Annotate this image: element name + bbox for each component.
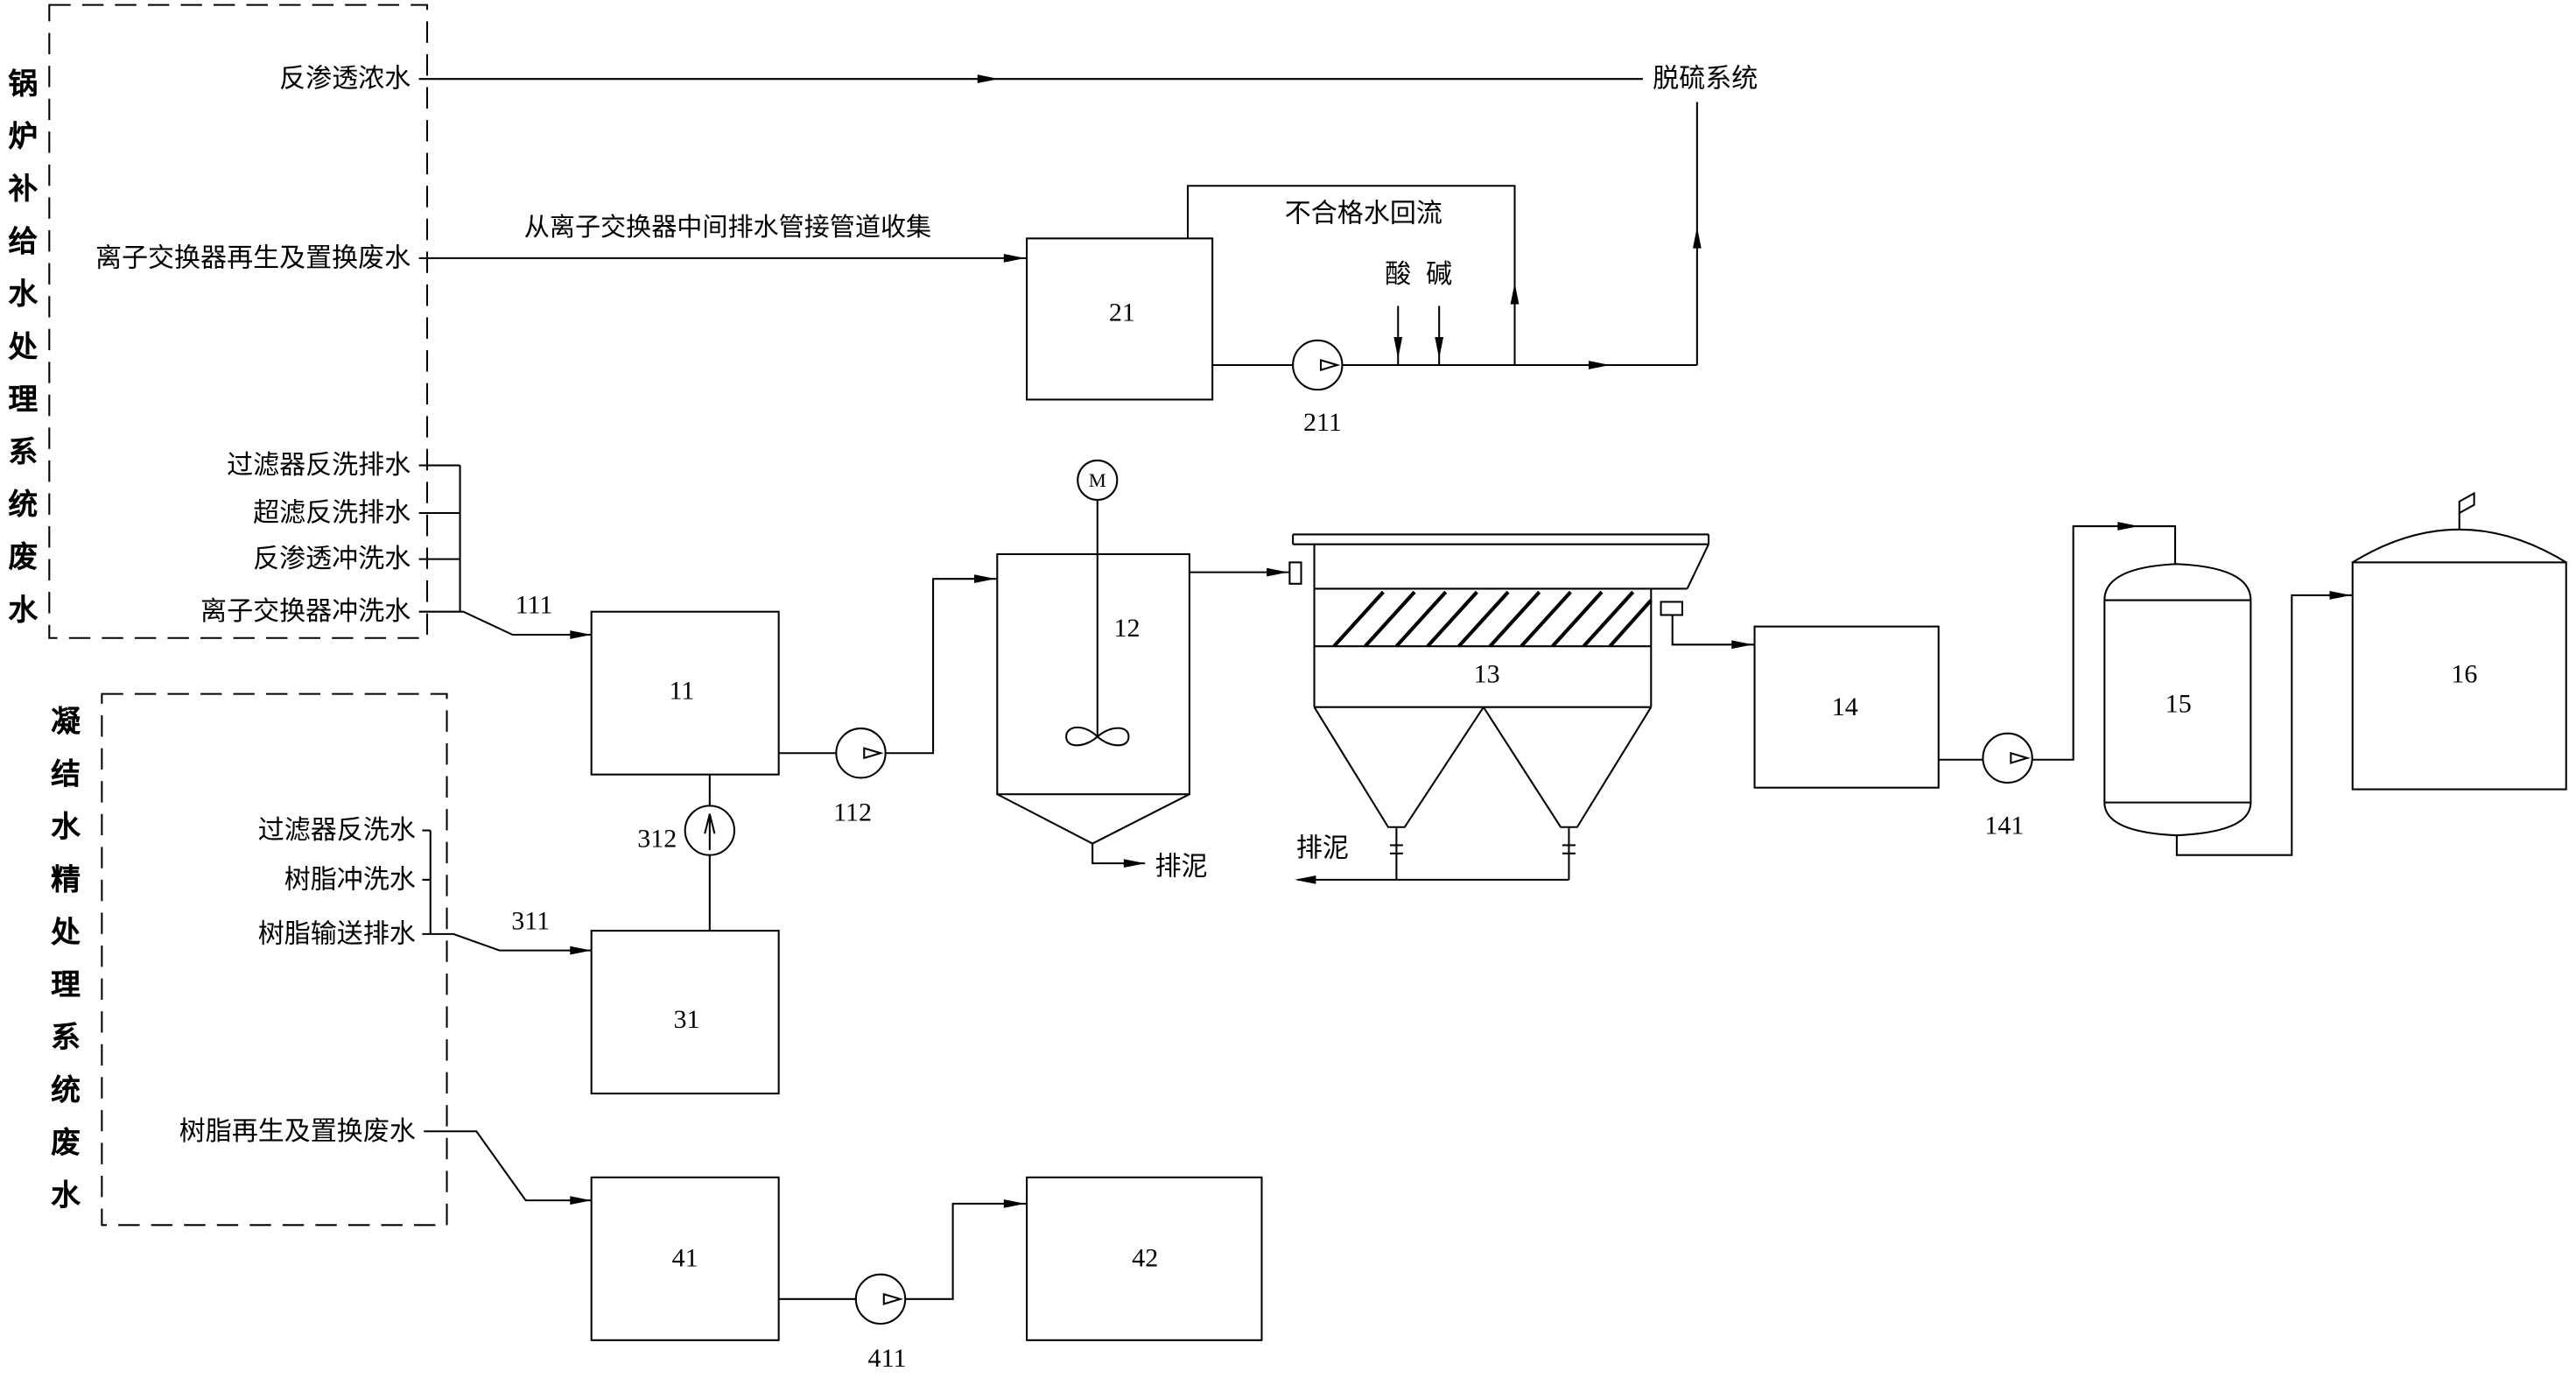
- source-ro-concentrate: 反渗透浓水: [279, 64, 411, 95]
- pump-211: [1292, 339, 1344, 391]
- ion-regen-line: 从离子交换器中间排水管接管道收集: [418, 212, 1028, 263]
- pipe-311-label: 311: [511, 906, 550, 935]
- condensate-system-title: 凝结水精处理系统废水: [46, 705, 81, 1232]
- sludge-valve-right: [1562, 844, 1576, 854]
- source-ro-flush: 反渗透冲洗水: [253, 544, 411, 574]
- source-uf-backwash: 超滤反洗排水: [253, 498, 411, 529]
- source-ion-regen-waste: 离子交换器再生及置换废水: [95, 243, 411, 273]
- sludge-12-label: 排泥: [1155, 851, 1207, 882]
- unit-11-group: 11 112: [590, 574, 998, 826]
- unit-16-group: 16: [2351, 491, 2567, 791]
- unit-15-label: 15: [2165, 689, 2192, 718]
- unit-12-group: 排泥 M 12: [996, 459, 1290, 882]
- collection-note: 从离子交换器中间排水管接管道收集: [524, 212, 931, 242]
- sludge-valve-left: [1389, 844, 1403, 854]
- source-resin-regen-waste: 树脂再生及置换废水: [179, 1116, 416, 1147]
- reject-return-label: 不合格水回流: [1285, 199, 1442, 229]
- agitator-motor: M: [1077, 459, 1119, 502]
- acid-dosing-arrow: [1393, 337, 1403, 359]
- unit-13-left-hopper: [1313, 707, 1485, 828]
- unit-42-box: [1026, 1176, 1263, 1341]
- pump-141-label: 141: [1984, 811, 2024, 840]
- inclined-plates: [1332, 590, 1653, 648]
- unit-16-dome: [2352, 528, 2567, 564]
- unit-31-box: [590, 930, 780, 1095]
- source-resin-transport: 树脂输送排水: [258, 918, 416, 949]
- unit-41-box: [590, 1176, 780, 1341]
- unit-13-group: 13 排泥: [1288, 533, 1755, 884]
- resin-regen-line: [424, 1130, 592, 1206]
- unit-21-group: 21 不合格水回流 211 酸 碱: [1026, 102, 1702, 437]
- unit-42-label: 42: [1132, 1243, 1158, 1272]
- unit-13-right-hopper: [1482, 707, 1653, 828]
- alkali-dosing-arrow: [1435, 337, 1444, 359]
- acid-label: 酸: [1385, 259, 1411, 290]
- unit-12-cone: [996, 793, 1190, 845]
- unit-11-label: 11: [669, 676, 694, 705]
- source-ion-flush: 离子交换器冲洗水: [200, 596, 411, 627]
- unit-14-label: 14: [1832, 693, 1858, 721]
- unit-12-label: 12: [1114, 614, 1141, 643]
- source-filter-backwash-water: 过滤器反洗水: [258, 815, 416, 846]
- unit-14-group: 14 141: [1753, 522, 2177, 840]
- source-resin-flush: 树脂冲洗水: [284, 864, 416, 895]
- condensate-system-group: 过滤器反洗水 树脂冲洗水 树脂输送排水 树脂再生及置换废水: [101, 693, 448, 1227]
- alkali-label: 碱: [1426, 259, 1452, 290]
- reject-return-line: [1186, 185, 1516, 365]
- pipe-111-label: 111: [516, 591, 553, 620]
- unit-41-label: 41: [672, 1243, 698, 1272]
- ro-concentrate-line: 脱硫系统: [418, 64, 1758, 95]
- condensate-flush-collector: 311: [422, 829, 592, 955]
- sludge-13-label: 排泥: [1296, 833, 1349, 864]
- unit-31-label: 31: [674, 1005, 700, 1034]
- pump-112: [835, 728, 887, 779]
- boiler-system-title: 锅炉补给水处理系统废水: [3, 67, 39, 647]
- pump-312-label: 312: [637, 824, 677, 853]
- boiler-flush-collector: 111: [418, 464, 592, 639]
- pump-411-label: 411: [868, 1344, 907, 1373]
- boiler-system-dashed-frame: [48, 4, 429, 639]
- unit-13-outlet-fitting: [1660, 601, 1683, 616]
- unit-13-label: 13: [1474, 660, 1500, 689]
- condensate-system-dashed-frame: [101, 693, 448, 1227]
- unit-16-label: 16: [2451, 660, 2477, 689]
- pump-211-label: 211: [1303, 408, 1342, 437]
- unit-41-group: 41 411: [590, 1176, 1028, 1373]
- pump-112-label: 112: [833, 798, 872, 826]
- pump-141: [1982, 732, 2033, 784]
- motor-label: M: [1089, 469, 1106, 491]
- source-filter-backwash: 过滤器反洗排水: [227, 450, 411, 481]
- pump-312: [684, 805, 736, 856]
- unit-12-vessel: [996, 552, 1190, 796]
- unit-31-group: 31 312: [590, 774, 780, 1095]
- unit-11-box: [590, 610, 780, 776]
- agitator-impeller: [1065, 726, 1130, 747]
- unit-14-box: [1753, 625, 1940, 789]
- desulfurization-label: 脱硫系统: [1653, 64, 1758, 95]
- unit-21-box: [1026, 237, 1214, 401]
- vent-flag-icon: [2458, 491, 2475, 515]
- boiler-system-group: 反渗透浓水 离子交换器再生及置换废水 过滤器反洗排水 超滤反洗排水 反渗透冲洗水…: [48, 4, 429, 639]
- unit-15-group: 15: [2103, 563, 2353, 856]
- pump-411: [854, 1273, 907, 1325]
- unit-42-group: 42: [1026, 1176, 1263, 1341]
- unit-13-inlet-fitting: [1288, 561, 1302, 585]
- unit-21-label: 21: [1109, 298, 1135, 327]
- unit-16-tank: [2351, 561, 2567, 791]
